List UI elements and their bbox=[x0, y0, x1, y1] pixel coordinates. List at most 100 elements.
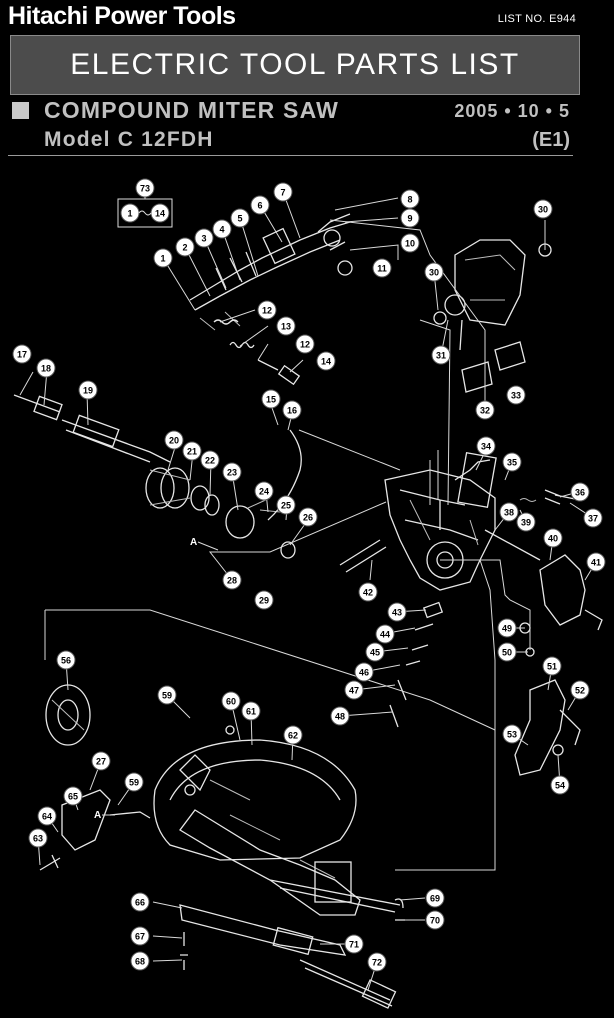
part-callout: 4 bbox=[212, 219, 232, 239]
part-callout: 31 bbox=[431, 345, 451, 365]
callout-bubble bbox=[222, 570, 242, 590]
part-callout: 69 bbox=[425, 888, 445, 908]
callout-bubble bbox=[533, 199, 553, 219]
part-callout: 30 bbox=[533, 199, 553, 219]
part-callout: 51 bbox=[542, 656, 562, 676]
part-callout: 11 bbox=[372, 258, 392, 278]
callout-bubble bbox=[425, 910, 445, 930]
callout-number: 6 bbox=[257, 201, 262, 211]
callout-number: 59 bbox=[162, 691, 172, 701]
callout-bubble bbox=[543, 528, 563, 548]
callout-number: 24 bbox=[259, 487, 269, 497]
part-callout: 53 bbox=[502, 724, 522, 744]
header-rule bbox=[8, 155, 573, 156]
part-callout: 50 bbox=[497, 642, 517, 662]
model-number: Model C 12FDH bbox=[44, 128, 214, 151]
callout-number: 20 bbox=[169, 436, 179, 446]
callout-bubble bbox=[37, 806, 57, 826]
part-callout: 65 bbox=[63, 786, 83, 806]
callout-number: 34 bbox=[481, 442, 491, 452]
part-callout: 21 bbox=[182, 441, 202, 461]
part-callout: 54 bbox=[550, 775, 570, 795]
callout-number: 46 bbox=[359, 668, 369, 678]
part-callout: 18 bbox=[36, 358, 56, 378]
callout-number: 21 bbox=[187, 447, 197, 457]
part-callout: 37 bbox=[583, 508, 603, 528]
callout-number: 45 bbox=[370, 648, 380, 658]
callout-bubble bbox=[506, 385, 526, 405]
callout-bubble bbox=[182, 441, 202, 461]
callout-bubble bbox=[212, 219, 232, 239]
part-callout: 9 bbox=[400, 208, 420, 228]
callout-number: 1 bbox=[160, 254, 165, 264]
linkage-assembly bbox=[484, 489, 603, 631]
part-callout: 61 bbox=[241, 701, 261, 721]
callout-number: 26 bbox=[303, 513, 313, 523]
callout-bubble bbox=[194, 228, 214, 248]
callout-bubble bbox=[516, 512, 536, 532]
callout-bubble bbox=[502, 452, 522, 472]
callout-number: 27 bbox=[96, 757, 106, 767]
part-callout: 60 bbox=[221, 691, 241, 711]
callout-bubble bbox=[387, 602, 407, 622]
callout-number: 15 bbox=[266, 395, 276, 405]
callout-bubble bbox=[298, 507, 318, 527]
part-callout: 59 bbox=[124, 772, 144, 792]
callout-bubble bbox=[153, 248, 173, 268]
callout-bubble bbox=[124, 772, 144, 792]
callout-number: 66 bbox=[135, 898, 145, 908]
callout-bubble bbox=[257, 300, 277, 320]
callout-number: 2 bbox=[182, 243, 187, 253]
callout-bubble bbox=[316, 351, 336, 371]
part-callout: 56 bbox=[56, 650, 76, 670]
part-callout: 13 bbox=[276, 316, 296, 336]
callout-number: 52 bbox=[575, 686, 585, 696]
callout-bubble bbox=[550, 775, 570, 795]
callout-bubble bbox=[254, 481, 274, 501]
title-banner: ELECTRIC TOOL PARTS LIST bbox=[10, 35, 580, 95]
callout-bubble bbox=[375, 624, 395, 644]
handle-assembly bbox=[189, 213, 353, 331]
group-callout-number: 1 bbox=[127, 209, 132, 219]
part-callout: 48 bbox=[330, 706, 350, 726]
callout-bubble bbox=[354, 662, 374, 682]
edition-code: (E1) bbox=[532, 129, 570, 151]
callout-number: 36 bbox=[575, 488, 585, 498]
callout-number: 7 bbox=[280, 188, 285, 198]
part-callout: 27 bbox=[91, 751, 111, 771]
callout-number: 67 bbox=[135, 932, 145, 942]
callout-number: 12 bbox=[300, 340, 310, 350]
part-callout: 68 bbox=[130, 951, 150, 971]
support-rod bbox=[339, 539, 387, 573]
callout-bubble bbox=[241, 701, 261, 721]
part-callout: 41 bbox=[586, 552, 606, 572]
callout-bubble bbox=[358, 582, 378, 602]
part-callout: 8 bbox=[400, 189, 420, 209]
disc bbox=[45, 684, 91, 746]
callout-bubble bbox=[63, 786, 83, 806]
banner-title: ELECTRIC TOOL PARTS LIST bbox=[70, 48, 520, 81]
callout-bubble bbox=[200, 450, 220, 470]
part-callout: 30 bbox=[424, 262, 444, 282]
callout-number: 37 bbox=[588, 514, 598, 524]
callout-bubble bbox=[400, 189, 420, 209]
callout-bubble bbox=[400, 233, 420, 253]
part-callout: 22 bbox=[200, 450, 220, 470]
part-callout: 52 bbox=[570, 680, 590, 700]
callout-bubble bbox=[476, 436, 496, 456]
part-callout: 63 bbox=[28, 828, 48, 848]
callout-number: 68 bbox=[135, 957, 145, 967]
part-callout: 6 bbox=[250, 195, 270, 215]
callout-bubble bbox=[542, 656, 562, 676]
callout-bubble bbox=[400, 208, 420, 228]
callout-bubble bbox=[78, 380, 98, 400]
part-callout: 32 bbox=[475, 400, 495, 420]
group-callout: 14 bbox=[150, 203, 170, 223]
blade-guard bbox=[433, 239, 552, 393]
callout-number: 4 bbox=[219, 225, 224, 235]
callout-number: 33 bbox=[511, 391, 521, 401]
callout-number: 70 bbox=[430, 916, 440, 926]
callout-number: 54 bbox=[555, 781, 565, 791]
callout-number: 62 bbox=[288, 731, 298, 741]
callout-bubble bbox=[175, 237, 195, 257]
